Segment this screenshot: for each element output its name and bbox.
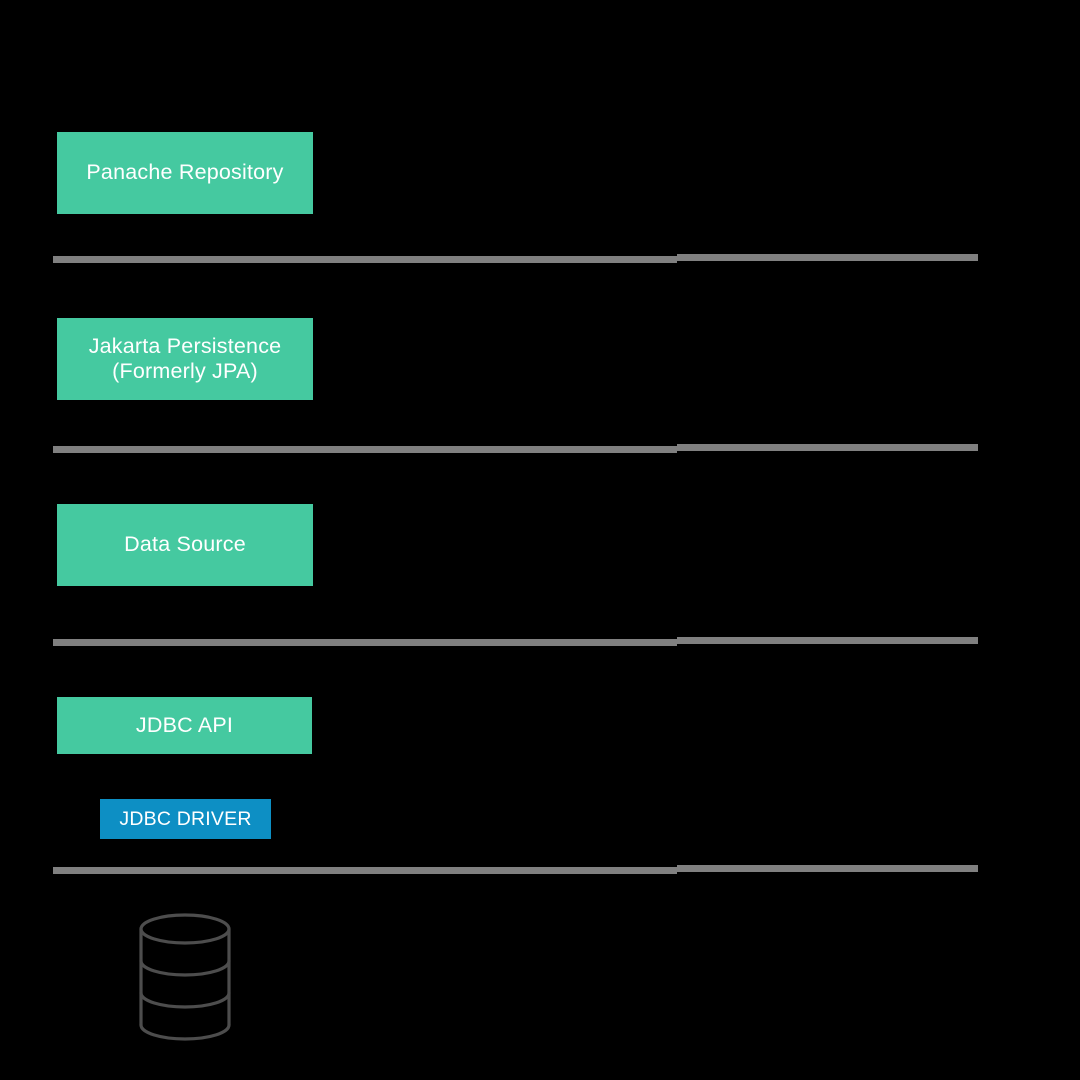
layer-label-jakarta-persistence-line2: (Formerly JPA) xyxy=(112,359,258,383)
layer-label-jakarta-persistence-line1: Jakarta Persistence xyxy=(88,333,282,358)
divider-4-left-segment xyxy=(53,867,677,874)
layer-box-jdbc-api[interactable]: JDBC API xyxy=(57,697,312,754)
layer-label-jakarta-persistence: Jakarta Persistence (Formerly JPA) xyxy=(89,334,282,384)
layer-label-data-source: Data Source xyxy=(124,532,246,557)
divider-2-right-segment xyxy=(677,444,978,451)
divider-2-left-segment xyxy=(53,446,677,453)
divider-4-right-segment xyxy=(677,865,978,872)
divider-1-left-segment xyxy=(53,256,677,263)
divider-3-right-segment xyxy=(677,637,978,644)
database-icon xyxy=(135,912,235,1042)
database-icon-svg xyxy=(139,913,231,1041)
layer-label-jdbc-api: JDBC API xyxy=(135,712,234,737)
layer-box-panache-repository[interactable]: Panache Repository xyxy=(57,132,313,214)
layer-box-jdbc-driver[interactable]: JDBC DRIVER xyxy=(100,799,271,839)
divider-3-left-segment xyxy=(53,639,677,646)
layer-box-jakarta-persistence[interactable]: Jakarta Persistence (Formerly JPA) xyxy=(57,318,313,400)
layer-box-data-source[interactable]: Data Source xyxy=(57,504,313,586)
layer-label-panache-repository: Panache Repository xyxy=(86,160,284,185)
divider-1-right-segment xyxy=(677,254,978,261)
layer-label-jdbc-driver: JDBC DRIVER xyxy=(119,807,252,830)
